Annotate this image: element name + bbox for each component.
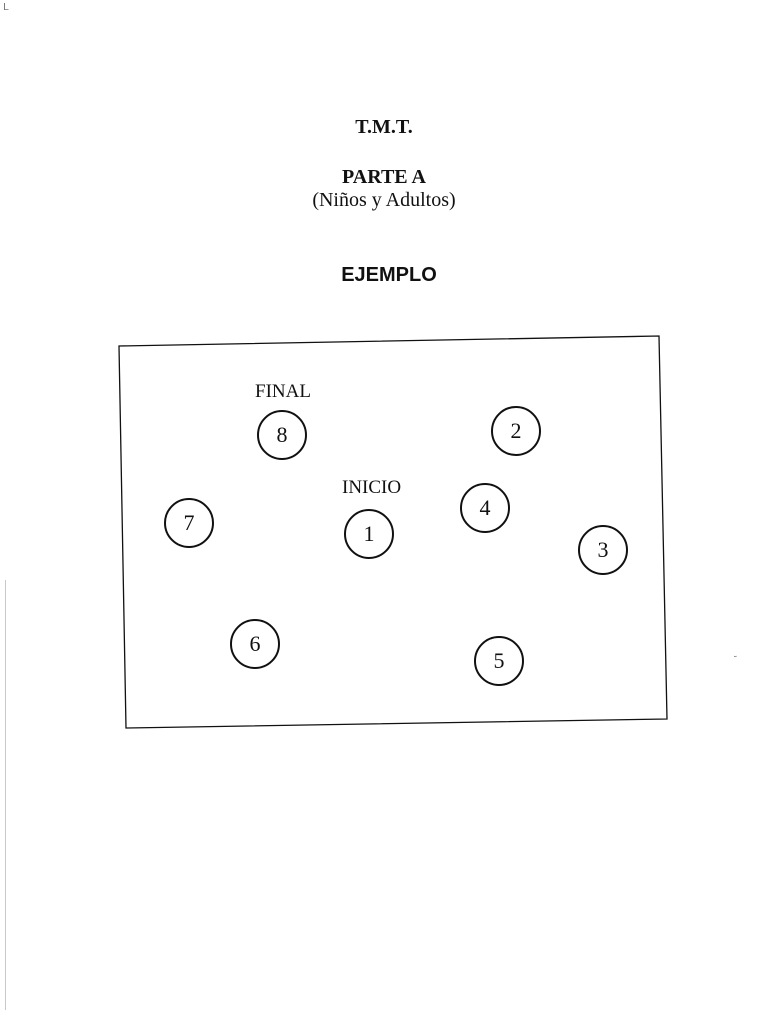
part-heading: PARTE A: [342, 166, 426, 188]
circle-node-6: 6: [230, 619, 280, 669]
part-subtitle: (Niños y Adultos): [312, 189, 456, 211]
document-title: T.M.T.: [355, 116, 413, 138]
circle-node-8: 8: [257, 410, 307, 460]
example-frame-border: [118, 335, 668, 729]
circle-node-3: 3: [578, 525, 628, 575]
scan-speck: ˘: [733, 656, 738, 666]
circle-node-7: 7: [164, 498, 214, 548]
example-heading: EJEMPLO: [341, 264, 437, 286]
circle-node-5: 5: [474, 636, 524, 686]
scan-corner-mark: L: [3, 2, 9, 13]
circle-node-1: 1: [344, 509, 394, 559]
circle-node-2: 2: [491, 406, 541, 456]
circle-node-4: 4: [460, 483, 510, 533]
final-label: FINAL: [255, 381, 311, 402]
scan-edge-line: [5, 580, 6, 1010]
inicio-label: INICIO: [342, 477, 402, 498]
